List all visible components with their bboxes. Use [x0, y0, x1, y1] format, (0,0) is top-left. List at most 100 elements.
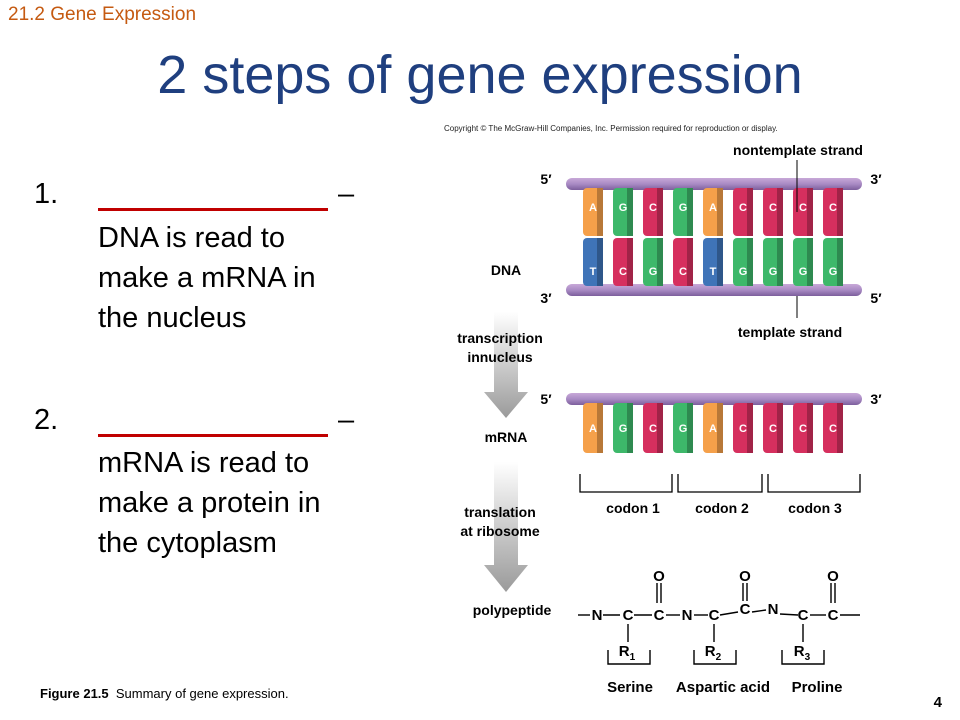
amino-acid-aspartic-acid: Aspartic acid — [676, 679, 770, 696]
mrna-base: C — [733, 403, 753, 453]
svg-text:C: C — [799, 423, 807, 435]
svg-text:C: C — [649, 423, 657, 435]
svg-text:C: C — [769, 202, 777, 214]
dna-bottom-5prime: 5′ — [870, 290, 882, 306]
step-2-line: the cytoplasm — [98, 527, 277, 559]
svg-text:C: C — [799, 202, 807, 214]
svg-text:C: C — [769, 423, 777, 435]
dna-top-base: C — [733, 188, 753, 236]
atom-c-4: C — [740, 601, 751, 618]
codon-1-label: codon 1 — [606, 500, 660, 516]
dna-bottom-base: G — [733, 238, 753, 286]
atom-n-2: N — [682, 607, 693, 624]
dna-bottom-base: G — [643, 238, 663, 286]
transcription-label-line2: innucleus — [467, 349, 533, 365]
step-2-text: mRNA is read to make a protein in the cy… — [98, 443, 320, 563]
dna-bottom-3prime: 3′ — [540, 290, 552, 306]
mrna-base: G — [613, 403, 633, 453]
caption-text: Summary of gene expression. — [115, 686, 289, 701]
svg-text:A: A — [709, 202, 717, 214]
svg-text:C: C — [649, 202, 657, 214]
translation-arrow — [484, 462, 528, 592]
dna-bottom-base: T — [703, 238, 723, 286]
dna-top-base: C — [763, 188, 783, 236]
dna-top-backbone — [566, 178, 862, 190]
svg-text:C: C — [739, 423, 747, 435]
amino-acid-proline: Proline — [792, 679, 843, 696]
mrna-3prime: 3′ — [870, 391, 882, 407]
svg-text:G: G — [829, 266, 838, 278]
svg-text:C: C — [679, 266, 687, 278]
dna-top-base: G — [673, 188, 693, 236]
svg-text:C: C — [619, 266, 627, 278]
svg-text:A: A — [709, 423, 717, 435]
dna-top-5prime: 5′ — [540, 171, 552, 187]
codon-1-bracket — [579, 474, 673, 493]
codon-2-bracket — [677, 474, 763, 493]
nontemplate-strand-label: nontemplate strand — [733, 142, 863, 158]
page-number: 4 — [933, 694, 942, 711]
svg-text:G: G — [679, 423, 688, 435]
svg-text:T: T — [590, 266, 597, 278]
dna-top-3prime: 3′ — [870, 171, 882, 187]
svg-text:G: G — [679, 202, 688, 214]
atom-o-3: O — [827, 568, 839, 585]
section-label: 21.2 Gene Expression — [8, 4, 197, 25]
svg-text:G: G — [649, 266, 658, 278]
atom-n-1: N — [592, 607, 603, 624]
step-2-line: make a protein in — [98, 487, 321, 519]
svg-text:G: G — [619, 202, 628, 214]
svg-text:T: T — [710, 266, 717, 278]
dna-top-base: G — [613, 188, 633, 236]
mrna-base: C — [763, 403, 783, 453]
dna-bottom-base: T — [583, 238, 603, 286]
step-2-blank — [98, 412, 328, 442]
dna-top-base: A — [583, 188, 603, 236]
svg-text:C: C — [829, 423, 837, 435]
copyright-notice: Copyright © The McGraw-Hill Companies, I… — [444, 124, 778, 133]
transcription-label-line1: transcription — [457, 330, 543, 346]
dna-bottom-backbone — [566, 284, 862, 296]
polypeptide-label: polypeptide — [473, 602, 552, 618]
step-1-text: DNA is read to make a mRNA in the nucleu… — [98, 218, 316, 338]
mrna-label: mRNA — [485, 429, 528, 445]
template-strand-label: template strand — [738, 324, 842, 340]
translation-label-line2: at ribosome — [460, 523, 540, 539]
step-1-line: the nucleus — [98, 302, 247, 334]
dna-label: DNA — [491, 262, 521, 278]
svg-text:A: A — [589, 423, 597, 435]
mrna-5prime: 5′ — [540, 391, 552, 407]
svg-text:C: C — [829, 202, 837, 214]
step-1-line: DNA is read to — [98, 222, 285, 254]
atom-c-2: C — [654, 607, 665, 624]
translation-label-line1: translation — [464, 504, 536, 520]
dna-top-base: C — [793, 188, 813, 236]
dna-bottom-base: G — [763, 238, 783, 286]
slide-title: 2 steps of gene expression — [157, 45, 803, 105]
mrna-base: A — [583, 403, 603, 453]
svg-text:A: A — [589, 202, 597, 214]
codon-3-label: codon 3 — [788, 500, 842, 516]
svg-text:G: G — [769, 266, 778, 278]
r-group-1: R1 — [619, 643, 636, 663]
dna-bottom-base: C — [673, 238, 693, 286]
caption-figure-number: Figure 21.5 — [40, 686, 109, 701]
dna-bottom-base: C — [613, 238, 633, 286]
svg-text:G: G — [799, 266, 808, 278]
mrna-base: C — [793, 403, 813, 453]
atom-c-5: C — [798, 607, 809, 624]
atom-c-1: C — [623, 607, 634, 624]
codon-3-bracket — [767, 474, 861, 493]
base-pairs: A G C G A C C C C T C G C T G G G G A G C G A C C C C — [583, 188, 843, 453]
atom-c-3: C — [709, 607, 720, 624]
mrna-base: C — [823, 403, 843, 453]
step-2-dash: – — [338, 404, 355, 436]
step-2-number: 2. — [34, 404, 59, 436]
polypeptide-chain — [578, 583, 860, 665]
mrna-backbone — [566, 393, 862, 405]
dna-top-base: C — [643, 188, 663, 236]
svg-text:C: C — [739, 202, 747, 214]
mrna-base: C — [643, 403, 663, 453]
codon-2-label: codon 2 — [695, 500, 749, 516]
atom-c-6: C — [828, 607, 839, 624]
